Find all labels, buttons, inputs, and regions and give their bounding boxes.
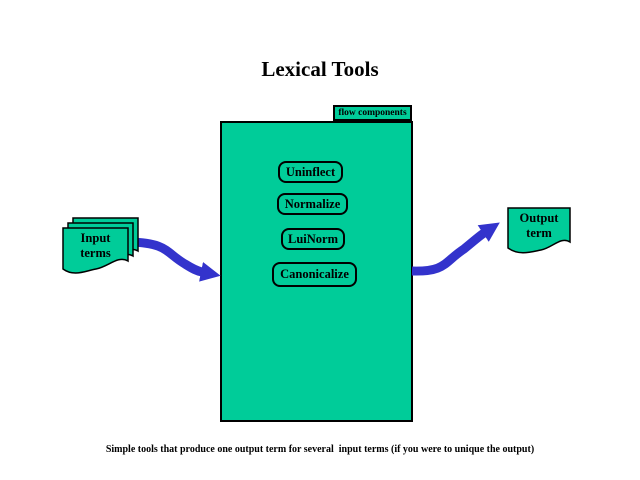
flow-components-label: flow components xyxy=(333,105,412,121)
input-flow-arrow xyxy=(129,237,221,282)
tool-node-luinorm: LuiNorm xyxy=(281,228,345,250)
output-flow-arrow xyxy=(411,222,500,276)
tool-node-uninflect: Uninflect xyxy=(278,161,343,183)
tool-node-normalize: Normalize xyxy=(277,193,348,215)
diagram-caption: Simple tools that produce one output ter… xyxy=(105,444,535,455)
input-terms-label: Input terms xyxy=(80,231,111,260)
diagram-title: Lexical Tools xyxy=(261,57,379,81)
output-term-label: Output term xyxy=(519,211,559,240)
tool-node-canonicalize: Canonicalize xyxy=(272,262,357,287)
